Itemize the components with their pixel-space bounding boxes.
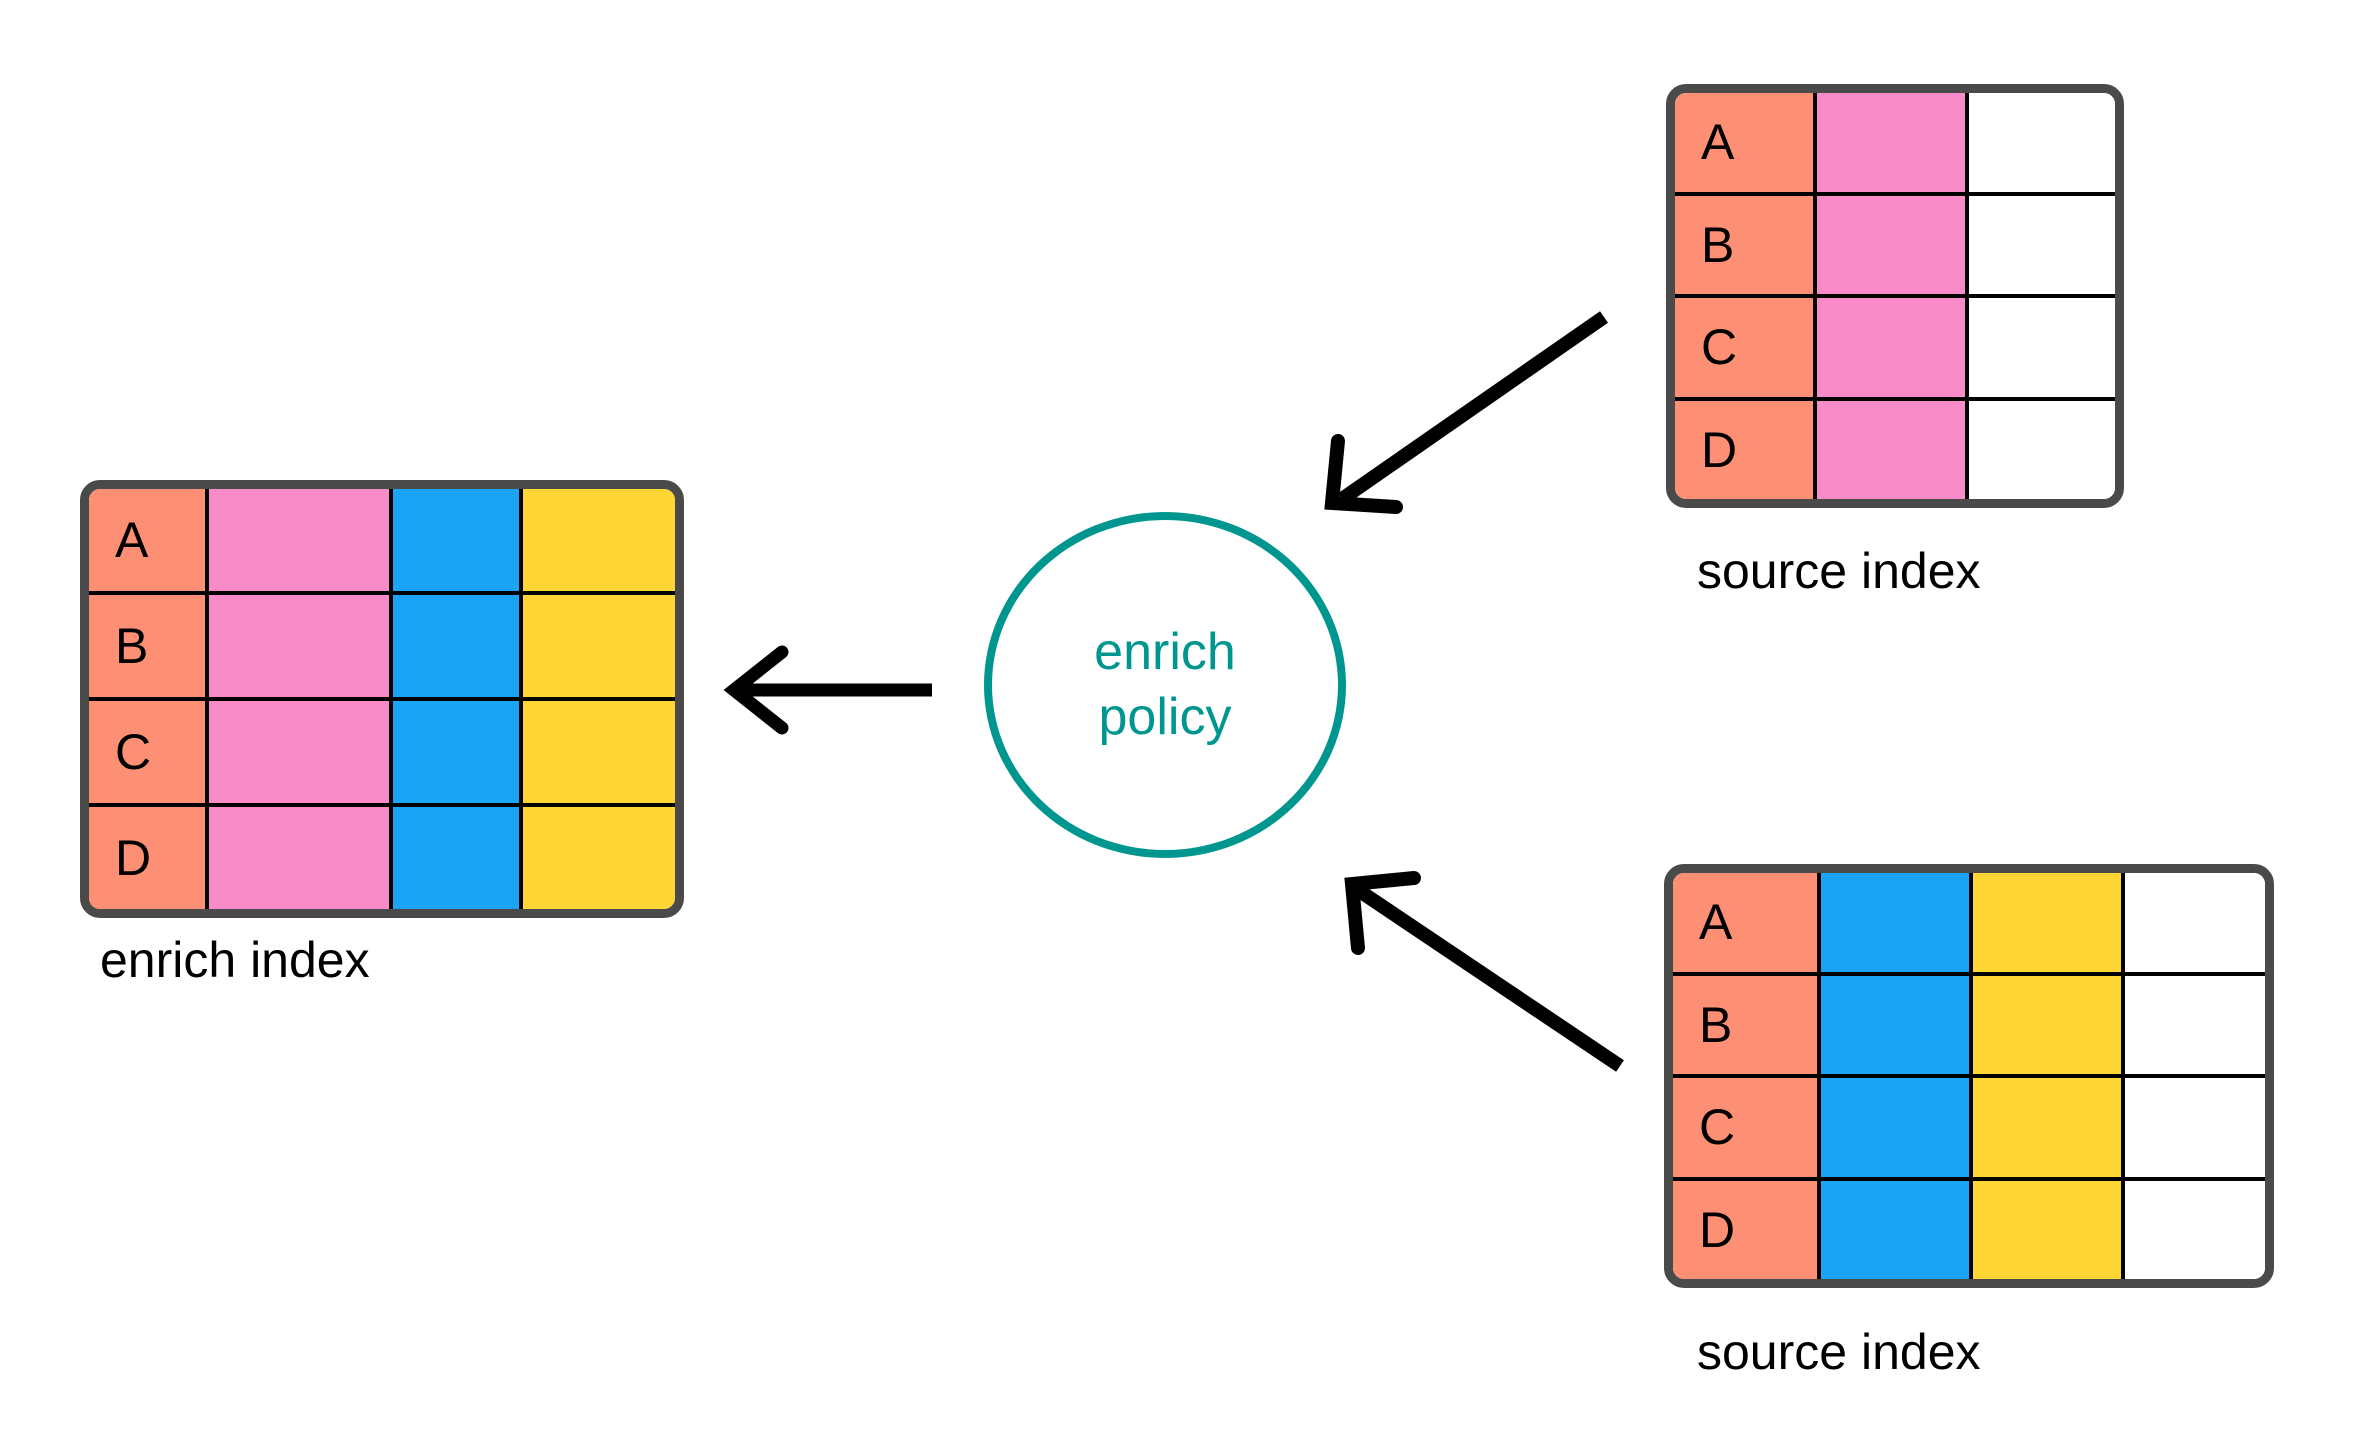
source-bottom-cell-field1 [1821, 873, 1973, 972]
enrich-cell-key: B [89, 595, 209, 697]
enrich-policy-label-line1: enrich [1094, 623, 1236, 681]
enrich-cell-key: A [89, 489, 209, 591]
enrich-cell-field2 [393, 807, 523, 909]
enrich-cell-field1 [209, 489, 393, 591]
enrich-cell-field3 [523, 807, 675, 909]
source-index-top-caption: source index [1697, 543, 1981, 599]
source-bottom-cell-key: A [1673, 873, 1821, 972]
source-top-cell-field2 [1969, 400, 2115, 499]
enrich-cell-field3 [523, 701, 675, 803]
source-bottom-cell-field3 [2125, 1180, 2265, 1279]
table-row: A [1675, 93, 2115, 196]
source-bottom-cell-field1 [1821, 975, 1973, 1074]
source-index-bottom-caption: source index [1697, 1324, 1981, 1380]
source-top-cell-key: B [1675, 195, 1817, 294]
arrow-top-source-to-policy [1324, 311, 1608, 514]
enrich-cell-field2 [393, 701, 523, 803]
arrow-shaft [1354, 884, 1624, 1072]
source-top-cell-field1 [1817, 195, 1969, 294]
enrich-cell-key: D [89, 807, 209, 909]
table-row: C [1675, 298, 2115, 401]
source-bottom-cell-field1 [1821, 1180, 1973, 1279]
source-bottom-cell-field2 [1973, 873, 2125, 972]
table-row: C [1673, 1078, 2265, 1181]
arrow-head [1324, 434, 1403, 514]
source-bottom-cell-field2 [1973, 975, 2125, 1074]
source-top-cell-field1 [1817, 298, 1969, 397]
source-top-cell-field2 [1969, 93, 2115, 192]
source-top-cell-key: D [1675, 400, 1817, 499]
source-top-cell-field1 [1817, 93, 1969, 192]
enrich-cell-field1 [209, 701, 393, 803]
table-row: B [89, 595, 675, 701]
source-bottom-cell-field2 [1973, 1180, 2125, 1279]
enrich-index-table: A B C D [80, 480, 684, 918]
arrow-shaft [1338, 311, 1608, 505]
arrow-policy-to-enrich-index [723, 645, 932, 735]
source-bottom-cell-key: C [1673, 1078, 1821, 1177]
source-bottom-cell-field3 [2125, 873, 2265, 972]
enrich-index-caption: enrich index [100, 932, 370, 988]
source-bottom-cell-field1 [1821, 1078, 1973, 1177]
source-index-bottom-table: A B C D [1664, 864, 2274, 1288]
source-index-top-table: A B C D [1666, 84, 2124, 508]
table-row: A [1673, 873, 2265, 976]
table-row: A [89, 489, 675, 595]
enrich-policy-node[interactable]: enrich policy [984, 512, 1346, 858]
source-bottom-cell-field3 [2125, 975, 2265, 1074]
table-row: D [1673, 1180, 2265, 1279]
source-top-cell-key: A [1675, 93, 1817, 192]
enrich-cell-field3 [523, 489, 675, 591]
source-top-cell-key: C [1675, 298, 1817, 397]
arrow-head [1344, 871, 1421, 955]
table-row: C [89, 701, 675, 807]
enrich-cell-key: C [89, 701, 209, 803]
enrich-policy-label-line2: policy [1098, 688, 1232, 746]
arrow-head [723, 645, 789, 735]
enrich-cell-field2 [393, 595, 523, 697]
enrich-cell-field1 [209, 807, 393, 909]
arrow-bottom-source-to-policy [1344, 871, 1624, 1072]
enrich-cell-field3 [523, 595, 675, 697]
table-row: D [89, 807, 675, 909]
enrich-cell-field2 [393, 489, 523, 591]
source-top-cell-field1 [1817, 400, 1969, 499]
source-bottom-cell-field2 [1973, 1078, 2125, 1177]
source-bottom-cell-key: D [1673, 1180, 1821, 1279]
table-row: B [1673, 975, 2265, 1078]
table-row: D [1675, 400, 2115, 499]
enrich-cell-field1 [209, 595, 393, 697]
source-top-cell-field2 [1969, 195, 2115, 294]
source-top-cell-field2 [1969, 298, 2115, 397]
table-row: B [1675, 195, 2115, 298]
source-bottom-cell-field3 [2125, 1078, 2265, 1177]
source-bottom-cell-key: B [1673, 975, 1821, 1074]
